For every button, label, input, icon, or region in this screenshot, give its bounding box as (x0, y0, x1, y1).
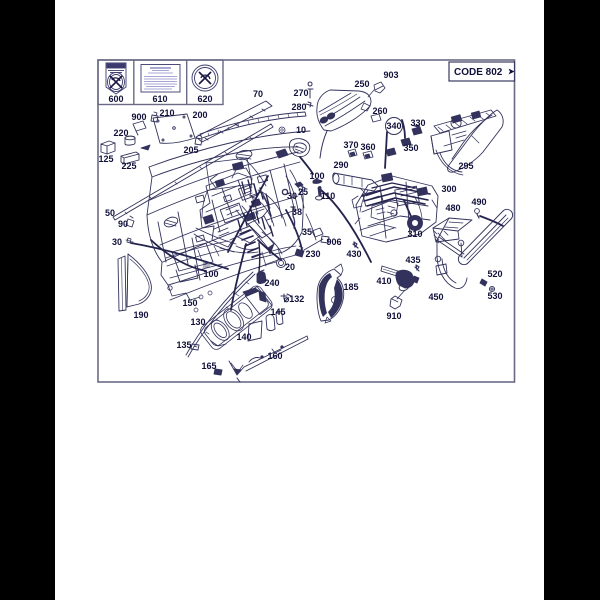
svg-text:410: 410 (376, 276, 391, 286)
svg-text:30: 30 (287, 191, 297, 201)
svg-text:100: 100 (203, 269, 218, 279)
svg-text:160: 160 (267, 351, 282, 361)
svg-text:25: 25 (298, 187, 308, 197)
svg-text:165: 165 (201, 361, 216, 371)
svg-text:530: 530 (487, 291, 502, 301)
svg-text:50: 50 (105, 208, 115, 218)
svg-text:220: 220 (113, 128, 128, 138)
svg-text:290: 290 (333, 160, 348, 170)
svg-text:370: 370 (343, 140, 358, 150)
svg-text:200: 200 (192, 110, 207, 120)
svg-text:260: 260 (372, 106, 387, 116)
svg-text:330: 330 (410, 118, 425, 128)
svg-text:610: 610 (152, 94, 167, 104)
svg-text:490: 490 (471, 197, 486, 207)
svg-text:230: 230 (305, 249, 320, 259)
svg-text:30: 30 (112, 237, 122, 247)
svg-text:450: 450 (428, 292, 443, 302)
svg-text:430: 430 (346, 249, 361, 259)
svg-text:35: 35 (302, 227, 312, 237)
svg-text:300: 300 (441, 184, 456, 194)
svg-text:910: 910 (386, 311, 401, 321)
svg-text:620: 620 (197, 94, 212, 104)
svg-text:90: 90 (118, 219, 128, 229)
svg-text:130: 130 (190, 317, 205, 327)
svg-text:435: 435 (405, 255, 420, 265)
svg-text:CODE 802: CODE 802 (454, 67, 503, 78)
svg-text:906: 906 (326, 237, 341, 247)
svg-text:210: 210 (159, 108, 174, 118)
svg-text:185: 185 (343, 282, 358, 292)
svg-text:20: 20 (285, 262, 295, 272)
svg-text:140: 140 (236, 332, 251, 342)
svg-text:100: 100 (309, 171, 324, 181)
svg-text:150: 150 (182, 298, 197, 308)
svg-text:903: 903 (383, 70, 398, 80)
svg-text:190: 190 (133, 310, 148, 320)
svg-text:350: 350 (403, 143, 418, 153)
svg-text:70: 70 (253, 89, 263, 99)
svg-text:125: 125 (98, 154, 113, 164)
svg-text:270: 270 (293, 88, 308, 98)
svg-text:145: 145 (270, 307, 285, 317)
svg-text:240: 240 (264, 278, 279, 288)
svg-text:900: 900 (131, 112, 146, 122)
svg-text:480: 480 (445, 203, 460, 213)
svg-text:310: 310 (407, 229, 422, 239)
svg-text:520: 520 (487, 269, 502, 279)
svg-text:360: 360 (360, 142, 375, 152)
svg-text:205: 205 (183, 145, 198, 155)
svg-text:⌀132: ⌀132 (284, 294, 304, 304)
svg-text:135: 135 (176, 340, 191, 350)
svg-text:280: 280 (291, 102, 306, 112)
svg-text:110: 110 (321, 191, 336, 201)
svg-text:600: 600 (108, 94, 123, 104)
svg-text:225: 225 (121, 161, 136, 171)
svg-text:10: 10 (296, 125, 306, 135)
svg-text:295: 295 (458, 161, 473, 171)
svg-text:340: 340 (386, 121, 401, 131)
svg-text:250: 250 (354, 79, 369, 89)
svg-text:38: 38 (292, 207, 302, 217)
